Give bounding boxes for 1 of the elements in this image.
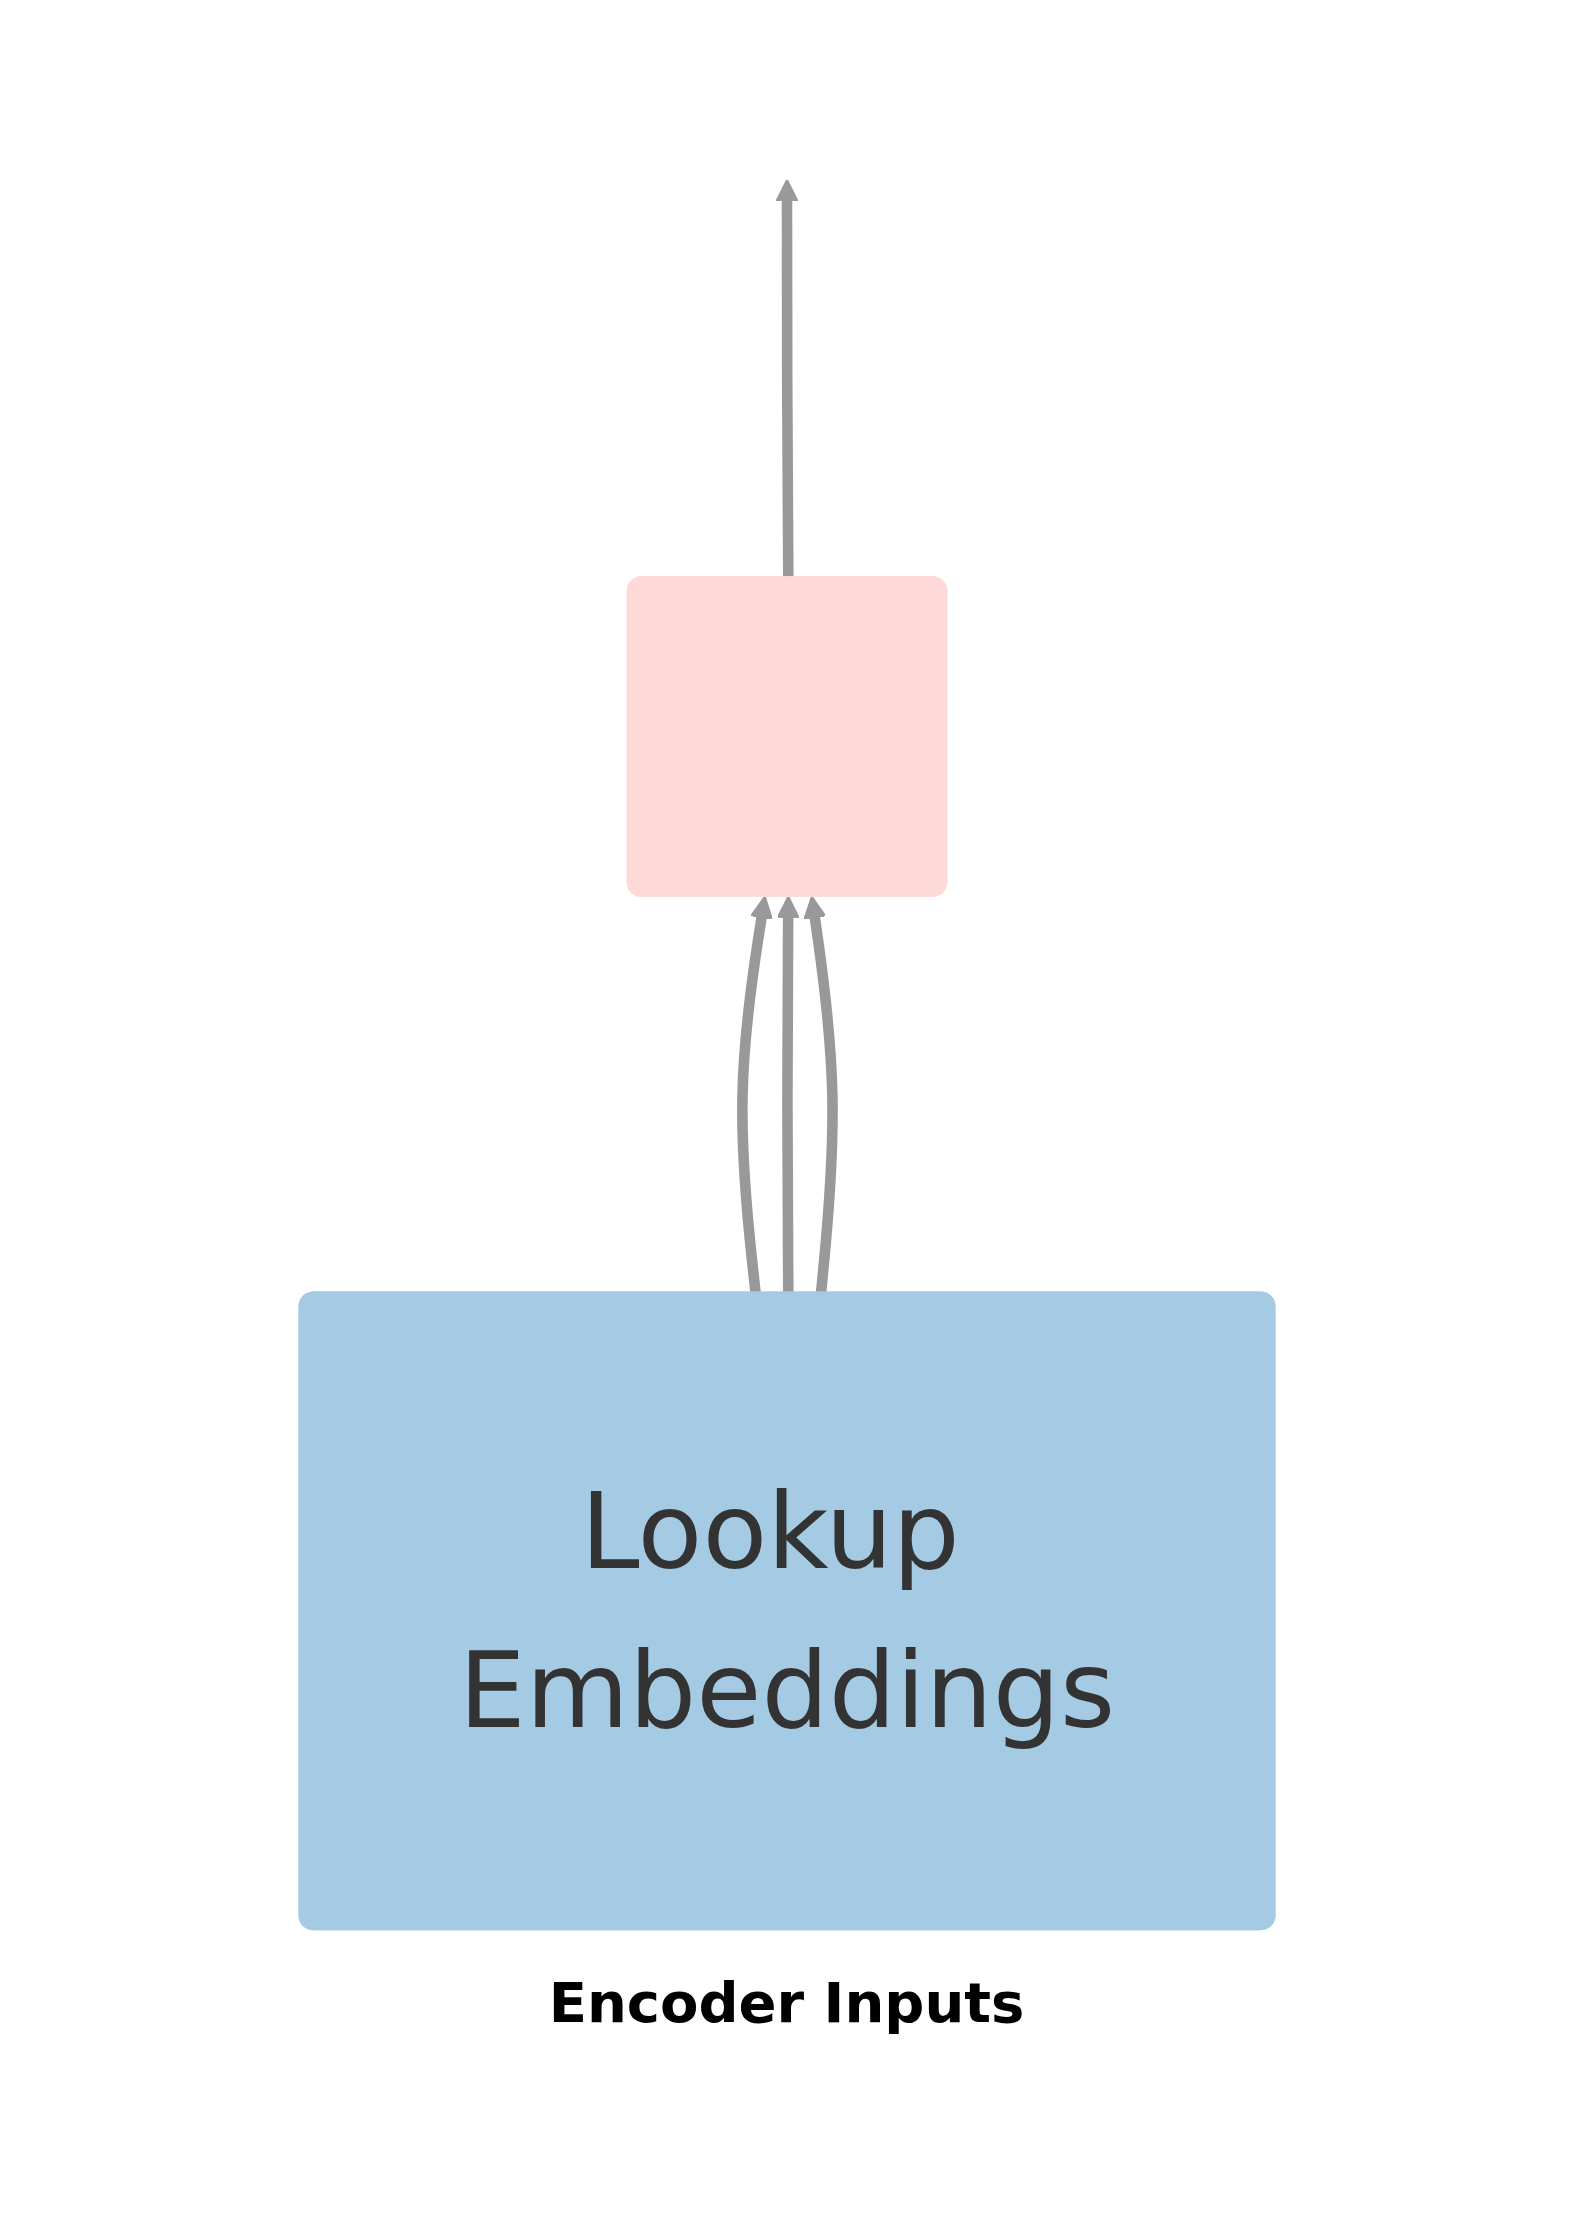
caption-text: Encoder Inputs (548, 1970, 1025, 2035)
